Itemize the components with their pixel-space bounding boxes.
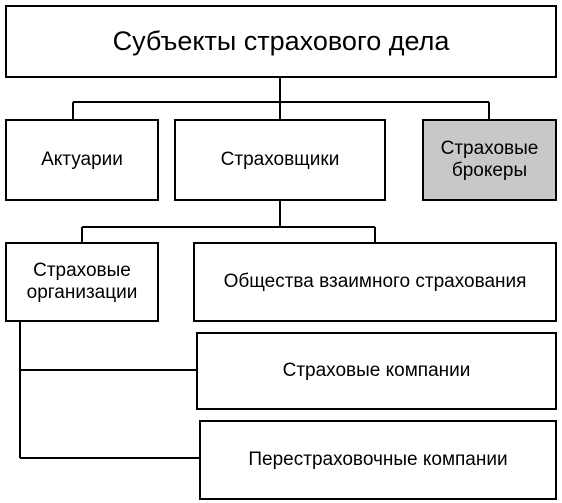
mutual-societies-label: Общества взаимного страхования	[223, 271, 527, 293]
actuaries-label: Актуарии	[41, 149, 123, 171]
reinsurance-companies-node: Перестраховочные компании	[199, 420, 557, 500]
brokers-label-line1: Страховые	[440, 138, 539, 160]
mutual-societies-node: Общества взаимного страхования	[193, 242, 557, 322]
root-label: Субъекты страхового дела	[112, 25, 450, 56]
actuaries-node: Актуарии	[5, 119, 159, 201]
insurers-node: Страховщики	[174, 119, 386, 201]
brokers-label-line2: брокеры	[451, 160, 528, 181]
insurers-label: Страховщики	[220, 149, 340, 171]
brokers-node: Страховые брокеры	[422, 119, 557, 201]
insurance-companies-node: Страховые компании	[196, 332, 557, 410]
insurance-companies-label: Страховые компании	[282, 360, 471, 382]
root-node: Субъекты страхового дела	[5, 5, 557, 78]
organizations-label: Страховые организации	[27, 260, 138, 304]
brokers-label: Страховые брокеры	[441, 138, 539, 182]
reinsurance-companies-label: Перестраховочные компании	[248, 449, 508, 471]
organizations-label-line1: Страховые	[33, 260, 131, 282]
organizations-node: Страховые организации	[5, 242, 159, 322]
organizations-label-line2: организации	[26, 282, 138, 303]
